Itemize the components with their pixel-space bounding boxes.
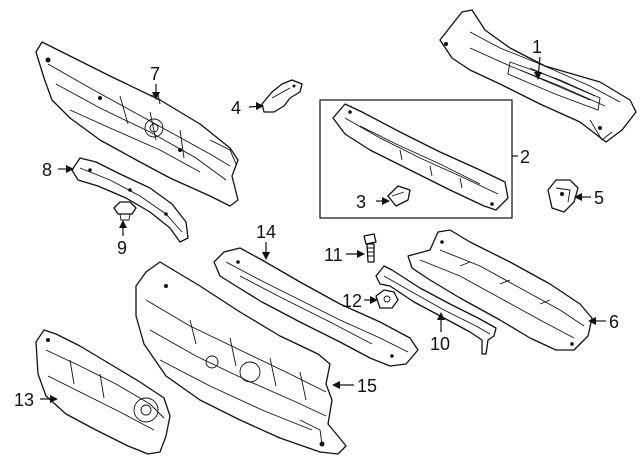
callout-4: 4 <box>231 98 241 118</box>
mount-bracket <box>547 179 579 213</box>
bolt <box>363 233 377 263</box>
dash-insulator <box>135 261 347 455</box>
callout-1: 1 <box>532 37 542 57</box>
wire-seal <box>375 265 497 355</box>
callout-2: 2 <box>520 147 530 167</box>
callout-9: 9 <box>117 238 127 258</box>
group-box-2 <box>319 99 513 219</box>
callout-6: 6 <box>609 312 619 332</box>
nut <box>375 289 399 309</box>
insulator-small <box>35 329 171 455</box>
callout-7: 7 <box>150 64 160 84</box>
callout-3: 3 <box>356 192 366 212</box>
callout-5: 5 <box>594 188 604 208</box>
callout-8: 8 <box>42 160 52 180</box>
callout-11: 11 <box>324 245 343 265</box>
small-bracket-in-group <box>387 185 411 207</box>
dash-reinforcement <box>71 157 189 243</box>
bracket <box>261 79 303 113</box>
clip <box>113 201 137 221</box>
dash-panel <box>35 41 239 207</box>
callout-10: 10 <box>430 334 450 354</box>
cowl-inner-reinforcement <box>332 103 509 211</box>
cowl-side-panel <box>407 229 593 351</box>
cowl-seal-strip <box>213 247 419 367</box>
callout-15: 15 <box>357 376 377 396</box>
callout-12: 12 <box>342 291 362 311</box>
callout-14: 14 <box>256 222 276 242</box>
callout-13: 13 <box>14 390 34 410</box>
leader-lines <box>40 56 606 403</box>
